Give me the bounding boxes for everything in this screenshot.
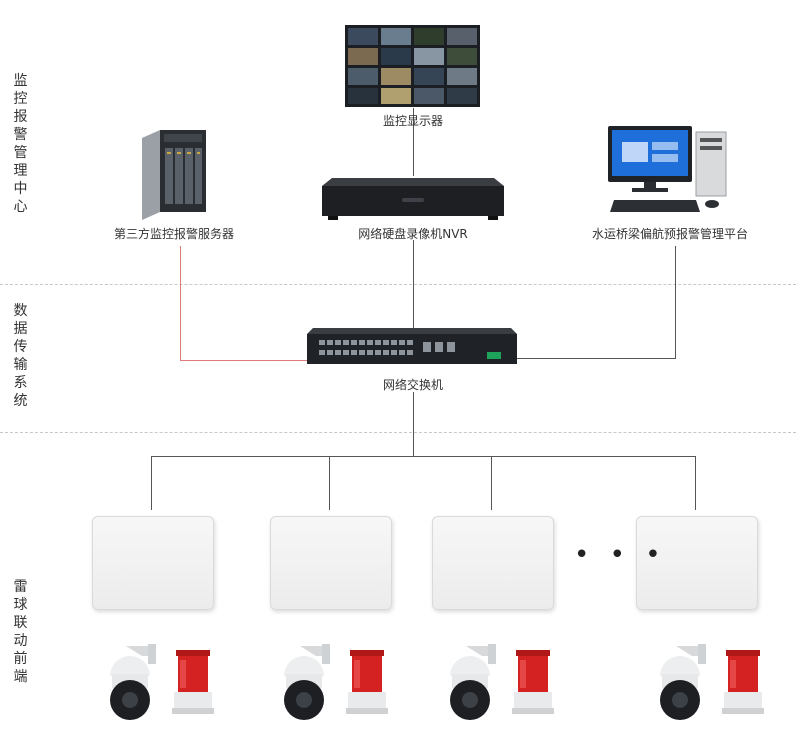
workstation-computer-icon	[608, 126, 727, 212]
monitor-video-wall-icon	[345, 25, 480, 107]
radar-unit	[92, 516, 214, 610]
drop-line	[695, 456, 696, 510]
connector-server-vertical	[180, 246, 181, 360]
bus-line	[151, 456, 696, 457]
section-label-radar-front-end: 雷球联动前端	[13, 579, 29, 685]
section-divider	[0, 432, 796, 433]
drop-line	[329, 456, 330, 510]
radar-unit	[432, 516, 554, 610]
section-label-monitoring-center: 监控报警管理中心	[13, 73, 29, 215]
connector-server-switch	[180, 360, 310, 361]
more-units-ellipsis: • • •	[574, 540, 667, 570]
section-label-data-transmission: 数据传输系统	[13, 303, 29, 409]
dome-camera-alarm-pair-icon	[660, 644, 764, 720]
dome-camera-alarm-pair-icon	[284, 644, 388, 720]
radar-unit	[270, 516, 392, 610]
platform-label: 水运桥梁偏航预报警管理平台	[591, 227, 749, 241]
connector-platform-vertical	[675, 246, 676, 358]
drop-line	[491, 456, 492, 510]
drop-line	[151, 456, 152, 510]
monitor-label: 监控显示器	[382, 114, 444, 128]
connector-platform-switch	[515, 358, 676, 359]
connector-nvr-switch	[413, 240, 414, 328]
dome-camera-alarm-pair-icon	[110, 644, 214, 720]
nvr-label: 网络硬盘录像机NVR	[358, 227, 468, 241]
switch-label: 网络交换机	[382, 378, 444, 392]
network-switch-icon	[307, 328, 517, 364]
server-label: 第三方监控报警服务器	[113, 227, 235, 241]
connector-switch-bus	[413, 392, 414, 456]
server-tower-icon	[142, 130, 206, 220]
dome-camera-alarm-pair-icon	[450, 644, 554, 720]
radar-unit	[636, 516, 758, 610]
nvr-recorder-icon	[322, 178, 504, 220]
section-divider	[0, 284, 796, 285]
connector-monitor-nvr	[413, 108, 414, 176]
